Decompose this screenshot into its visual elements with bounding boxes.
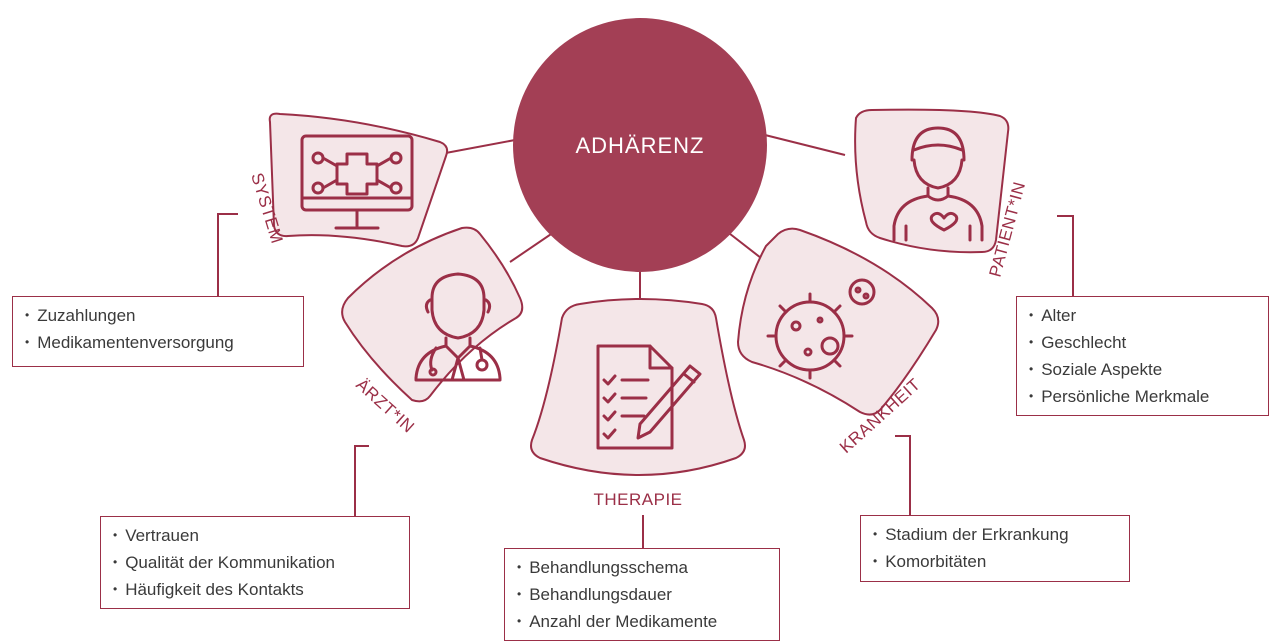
patient-factors-box: Alter Geschlecht Soziale Aspekte Persönl… [1016,296,1269,416]
patient-person-heart-icon [892,126,984,242]
doctor-stethoscope-icon [414,272,502,382]
list-item: Häufigkeit des Kontakts [113,577,399,604]
list-item: Anzahl der Medikamente [517,609,769,636]
list-item: Stadium der Erkrankung [873,522,1119,549]
arzt-factors-box: Vertrauen Qualität der Kommunikation Häu… [100,516,410,609]
list-item: Komorbitäten [873,549,1119,576]
system-factors-box: Zuzahlungen Medikamentenversorgung [12,296,304,367]
krankheit-factors-box: Stadium der Erkrankung Komorbitäten [860,515,1130,582]
prescription-clipboard-pen-icon [596,344,702,450]
system-tile: SYSTEM [247,112,449,248]
patient-tile: PATIENT*IN [854,108,1029,279]
krankheit-tile: KRANKHEIT [736,227,940,457]
monitor-medical-cross-icon [300,134,414,230]
therapie-tile: THERAPIE [530,298,746,509]
bracket-lines [217,213,1074,548]
segment-label-therapie: THERAPIE [593,490,682,509]
list-item: Qualität der Kommunikation [113,550,399,577]
arzt-tile: ÄRZT*IN [341,226,524,437]
virus-cell-icon [766,278,876,380]
center-circle: ADHÄRENZ [513,18,767,272]
center-label: ADHÄRENZ [575,133,704,158]
list-item: Vertrauen [113,523,399,550]
list-item: Persönliche Merkmale [1029,384,1258,411]
list-item: Behandlungsschema [517,555,769,582]
list-item: Soziale Aspekte [1029,357,1258,384]
list-item: Zuzahlungen [25,303,293,330]
list-item: Alter [1029,303,1258,330]
list-item: Geschlecht [1029,330,1258,357]
therapie-factors-box: Behandlungsschema Behandlungsdauer Anzah… [504,548,780,641]
list-item: Medikamentenversorgung [25,330,293,357]
list-item: Behandlungsdauer [517,582,769,609]
